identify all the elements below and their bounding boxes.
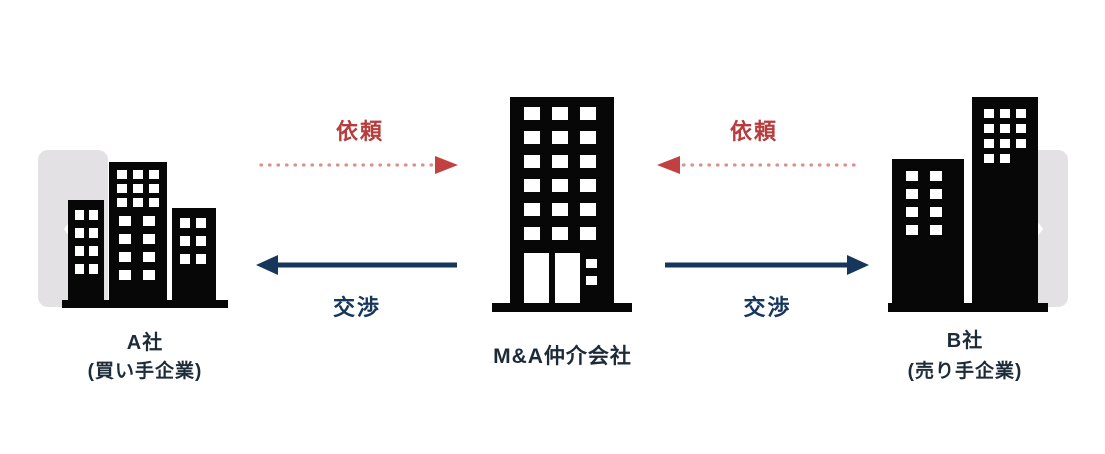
negotiation-label-right: 交渉 [743, 295, 792, 320]
request-arrow-b-to-intermediary [648, 150, 860, 180]
request-label-left: 依頼 [335, 119, 384, 144]
company-a-title: A社 [126, 332, 164, 354]
company-b-subtitle: (売り手企業) [907, 361, 1023, 382]
request-label-right: 依頼 [729, 119, 778, 144]
company-a-building-icon [62, 156, 228, 308]
intermediary-title: M&A仲介会社 [493, 345, 632, 368]
negotiation-arrow-to-a [252, 248, 462, 282]
negotiation-arrow-to-b [660, 248, 875, 282]
request-arrow-a-to-intermediary [255, 150, 465, 180]
company-a-subtitle: (買い手企業) [87, 361, 203, 382]
company-b-title: B社 [946, 330, 984, 352]
company-b-building-icon [888, 97, 1048, 312]
negotiation-label-left: 交渉 [332, 295, 381, 320]
intermediary-building-icon [492, 97, 632, 312]
